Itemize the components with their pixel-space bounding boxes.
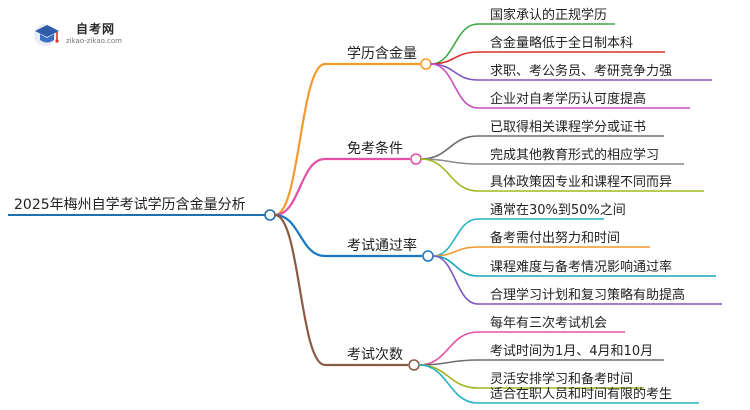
branch-node[interactable] (422, 250, 434, 262)
leaf-connector (430, 63, 479, 109)
leaf-topic: 含金量略低于全日制本科 (490, 35, 633, 51)
leaf-topic: 课程难度与备考情况影响通过率 (490, 259, 672, 275)
leaf-topic: 备考需付出努力和时间 (490, 230, 620, 246)
branch-connector (273, 213, 327, 367)
leaf-connector (418, 364, 479, 404)
logo-title: 自考网 (76, 22, 116, 36)
branch-topic-3: 考试通过率 (347, 237, 417, 254)
leaf-connector (432, 218, 479, 257)
branch-node[interactable] (408, 359, 420, 371)
branch-topic-4: 考试次数 (347, 347, 403, 363)
leaf-topic: 通常在30%到50%之间 (490, 203, 626, 218)
leaf-topic: 已取得相关课程学分或证书 (490, 119, 646, 135)
leaf-topic: 具体政策因专业和课程不同而异 (490, 174, 672, 190)
leaf-connector (420, 135, 479, 160)
leaf-topic: 合理学习计划和复习策略有助提高 (490, 287, 685, 303)
branch-node[interactable] (420, 58, 432, 70)
leaf-topic: 求职、考公务员、考研竞争力强 (490, 63, 672, 79)
branch-connector (273, 62, 327, 217)
logo-url: zikao-zikao.com (66, 37, 122, 45)
graduation-cap-icon (34, 24, 59, 46)
branch-topic-2: 免考条件 (347, 140, 403, 157)
leaf-topic: 完成其他教育形式的相应学习 (490, 147, 659, 163)
site-logo[interactable]: 自考网 zikao-zikao.com (32, 17, 142, 51)
root-node[interactable] (264, 209, 276, 221)
leaf-connector (432, 255, 479, 277)
leaf-topic: 考试时间为1月、4月和10月 (490, 344, 653, 359)
leaf-topic: 企业对自考学历认可度提高 (490, 91, 646, 107)
leaf-connector (418, 359, 479, 366)
branch-connector (273, 157, 327, 217)
leaf-topic: 国家承认的正规学历 (490, 7, 607, 23)
branch-topic-1: 学历含金量 (347, 46, 417, 62)
leaf-topic: 适合在职人员和时间有限的考生 (490, 386, 672, 402)
leaf-topic: 灵活安排学习和备考时间 (490, 371, 633, 387)
leaf-topic: 每年有三次考试机会 (490, 315, 607, 331)
leaf-connector (432, 255, 479, 305)
root-topic: 2025年梅州自学考试学历含金量分析 (14, 197, 246, 213)
branch-connector (273, 213, 327, 258)
branch-node[interactable] (410, 153, 422, 165)
leaf-connector (420, 158, 479, 192)
